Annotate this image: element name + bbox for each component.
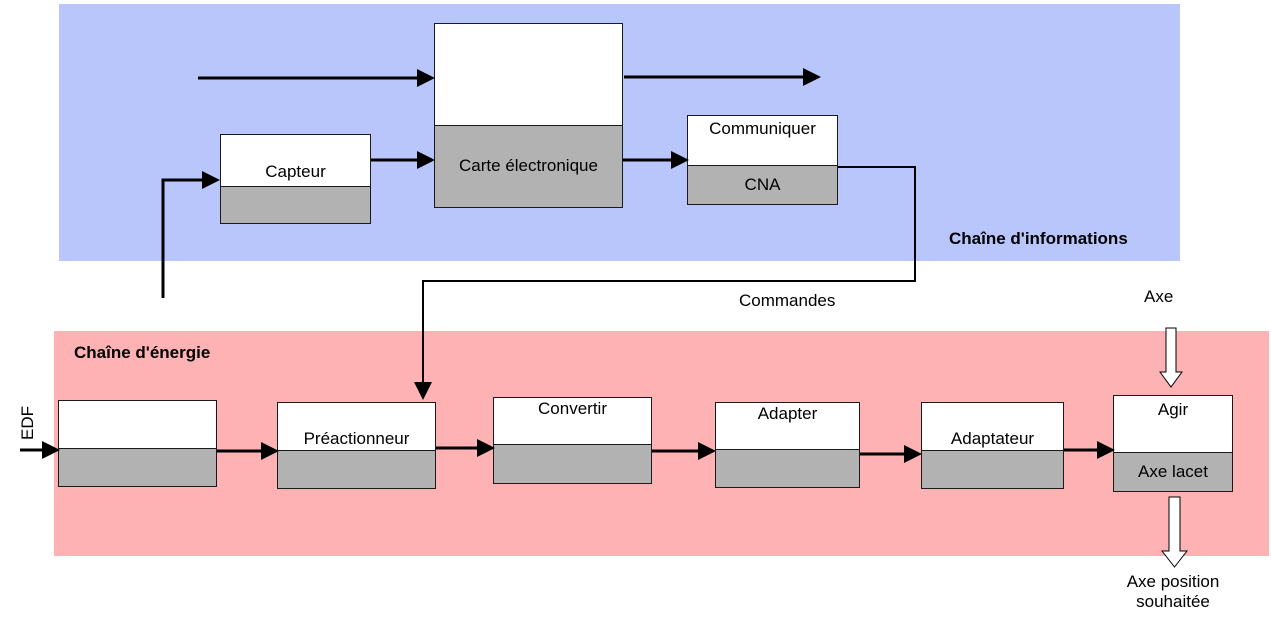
- block-component: [221, 186, 370, 223]
- block-function: Communiquer: [688, 116, 837, 167]
- block-function: [435, 24, 622, 126]
- block-function: Agir: [1114, 396, 1232, 453]
- hollow-arrow-matter-out: [1160, 496, 1189, 568]
- matter-out-label: Axe position souhaitée: [1126, 572, 1220, 611]
- block-component: [716, 450, 859, 487]
- block-capteur: Capteur: [220, 134, 371, 224]
- block-function: Capteur: [221, 135, 370, 187]
- hollow-arrow-matter-in: [1159, 327, 1183, 388]
- energy-chain-band: [54, 331, 1269, 556]
- block-communiquer: Communiquer CNA: [687, 115, 838, 205]
- block-component: Carte électronique: [435, 125, 622, 207]
- block-component: [59, 448, 216, 486]
- block-agir: Agir Axe lacet: [1113, 395, 1233, 492]
- block-function: Adaptateur: [922, 403, 1063, 452]
- matter-in-label: Axe: [1144, 287, 1174, 306]
- block-function: Convertir: [494, 398, 651, 446]
- arrow-commandes: [414, 166, 916, 400]
- block-component: Axe lacet: [1114, 452, 1232, 491]
- block-distribuer: Préactionneur: [277, 402, 436, 489]
- energy-chain-title: Chaîne d'énergie: [74, 343, 211, 362]
- block-component: [278, 451, 435, 488]
- block-component: [922, 451, 1063, 488]
- block-alimenter: [58, 400, 217, 487]
- block-function: [59, 401, 216, 449]
- block-function: Préactionneur: [278, 403, 435, 452]
- block-function: Adapter: [716, 403, 859, 451]
- arrow-feedback-capteur: [161, 171, 220, 298]
- information-chain-title: Chaîne d'informations: [949, 229, 1128, 248]
- block-transmettre: Adaptateur: [921, 402, 1064, 489]
- commands-label: Commandes: [739, 291, 836, 310]
- block-component: [494, 445, 651, 483]
- block-acquire-process: Carte électronique: [434, 23, 623, 208]
- block-component: CNA: [688, 166, 837, 204]
- block-convertir: Convertir: [493, 397, 652, 484]
